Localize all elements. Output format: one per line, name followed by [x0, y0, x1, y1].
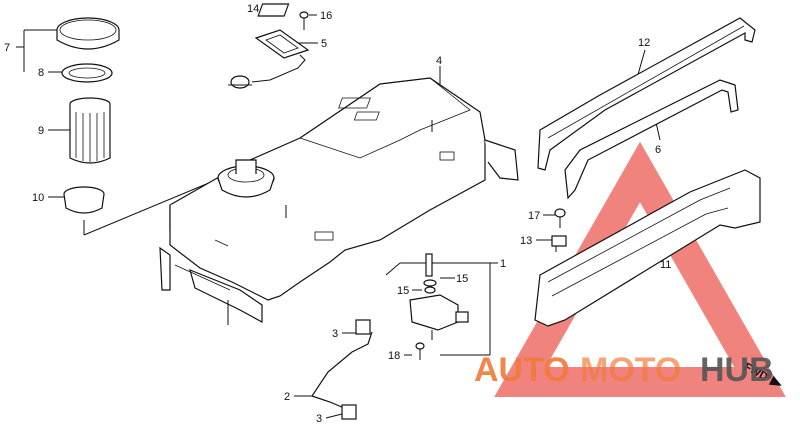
part-fuel-gauge-unit [228, 29, 310, 89]
watermark-text: AUTO MOTO HUB [474, 351, 774, 389]
part-fuel-filter [69, 97, 111, 164]
callout-1: 1 [500, 258, 506, 270]
callout-11: 11 [660, 259, 671, 271]
part-screw-16 [299, 11, 309, 30]
part-clip-3-lower [341, 404, 357, 420]
part-side-rail-upper [537, 17, 756, 171]
callout-10: 10 [32, 192, 44, 204]
callout-17: 17 [528, 210, 540, 222]
callout-15-right: 15 [456, 273, 468, 285]
part-rod-2 [311, 331, 373, 409]
watermark-word-moto: MOTO [580, 351, 681, 389]
callout-9: 9 [38, 125, 44, 137]
watermark-word-hub: HUB [700, 351, 774, 389]
watermark-word-auto: AUTO [474, 351, 570, 389]
callout-13: 13 [520, 235, 532, 247]
part-side-cover [534, 169, 761, 327]
part-bolt-17 [554, 208, 566, 228]
part-clip-3-upper [355, 319, 371, 335]
callout-8: 8 [38, 67, 44, 79]
callout-14: 14 [247, 3, 259, 15]
callout-2: 2 [284, 391, 290, 403]
part-cap-gasket [61, 63, 113, 83]
callout-16: 16 [320, 10, 332, 22]
callout-15-left: 15 [397, 285, 409, 297]
part-fuel-cock [409, 253, 469, 340]
part-fuel-tank [159, 77, 519, 325]
part-filler-collar [63, 186, 105, 214]
callout-3-lower: 3 [316, 413, 322, 425]
callout-12: 12 [638, 37, 650, 49]
part-fuel-cap [56, 17, 120, 50]
part-screw-18 [415, 342, 425, 360]
callout-4: 4 [436, 55, 442, 67]
fwd-arrow-icon [768, 375, 782, 386]
callout-5: 5 [321, 38, 327, 50]
part-side-rail-lower [564, 79, 739, 200]
callout-7: 7 [4, 42, 10, 54]
part-clip-13 [551, 235, 567, 252]
callout-6: 6 [655, 144, 661, 156]
callout-18: 18 [388, 350, 400, 362]
part-label-tag [257, 3, 290, 17]
callout-3-upper: 3 [332, 328, 338, 340]
